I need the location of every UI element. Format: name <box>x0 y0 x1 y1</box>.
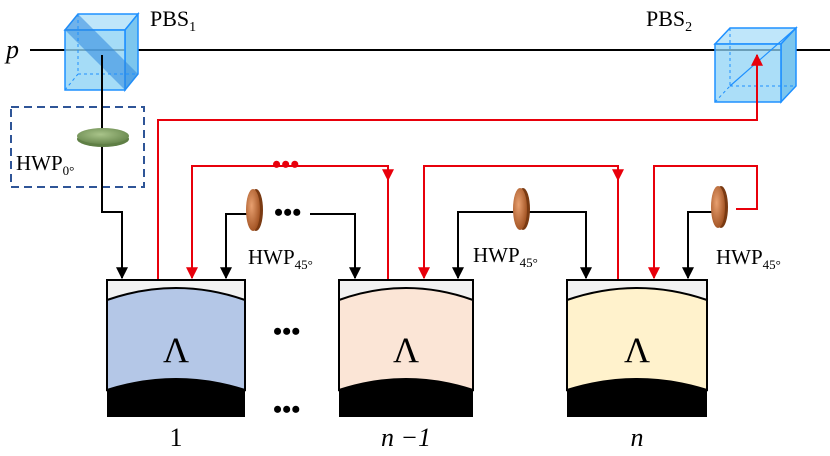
cavity-1-label: 1 <box>170 423 183 452</box>
cavity-n-minus-1 <box>338 279 474 417</box>
cavity-n-minus-1-symbol: Λ <box>393 330 419 370</box>
cavity-n <box>566 279 708 417</box>
black-path-3 <box>682 211 712 280</box>
black-ellipsis-top: ••• <box>274 198 301 227</box>
red-loop-3 <box>648 165 758 280</box>
pbs2-label: PBS2 <box>646 6 692 35</box>
red-ellipsis: ••• <box>272 150 299 179</box>
black-path-1 <box>220 213 248 280</box>
hwp45-label-1: HWP45° <box>248 245 313 272</box>
cavity-n-symbol: Λ <box>624 330 650 370</box>
pbs1-label: PBS1 <box>150 6 196 35</box>
pbs2-return-path <box>157 53 763 280</box>
hwp45-plate-1 <box>246 189 263 231</box>
hwp0-label: HWP0° <box>16 151 74 178</box>
hwp45-label-2: HWP45° <box>473 243 538 270</box>
cavity-1 <box>106 279 246 417</box>
hwp45-plate-2 <box>513 188 530 230</box>
black-path-1b <box>310 213 361 280</box>
cavity-n-minus-1-label: n −1 <box>381 423 431 452</box>
hwp0-dashed-box <box>10 106 145 188</box>
cavity-1-symbol: Λ <box>163 330 189 370</box>
red-loop-2 <box>418 165 624 280</box>
pbs2-cube <box>713 26 798 104</box>
pbs1-cube <box>63 11 140 93</box>
beam-label: p <box>4 35 19 64</box>
cavity-n-label: n <box>631 423 644 452</box>
red-loop-1 <box>186 165 394 280</box>
black-ellipsis-middle: ••• <box>273 317 300 346</box>
hwp45-label-3: HWP45° <box>716 245 781 272</box>
hwp0-plate <box>77 128 129 147</box>
hwp45-plate-3 <box>711 186 728 228</box>
black-ellipsis-bottom: ••• <box>273 395 300 424</box>
